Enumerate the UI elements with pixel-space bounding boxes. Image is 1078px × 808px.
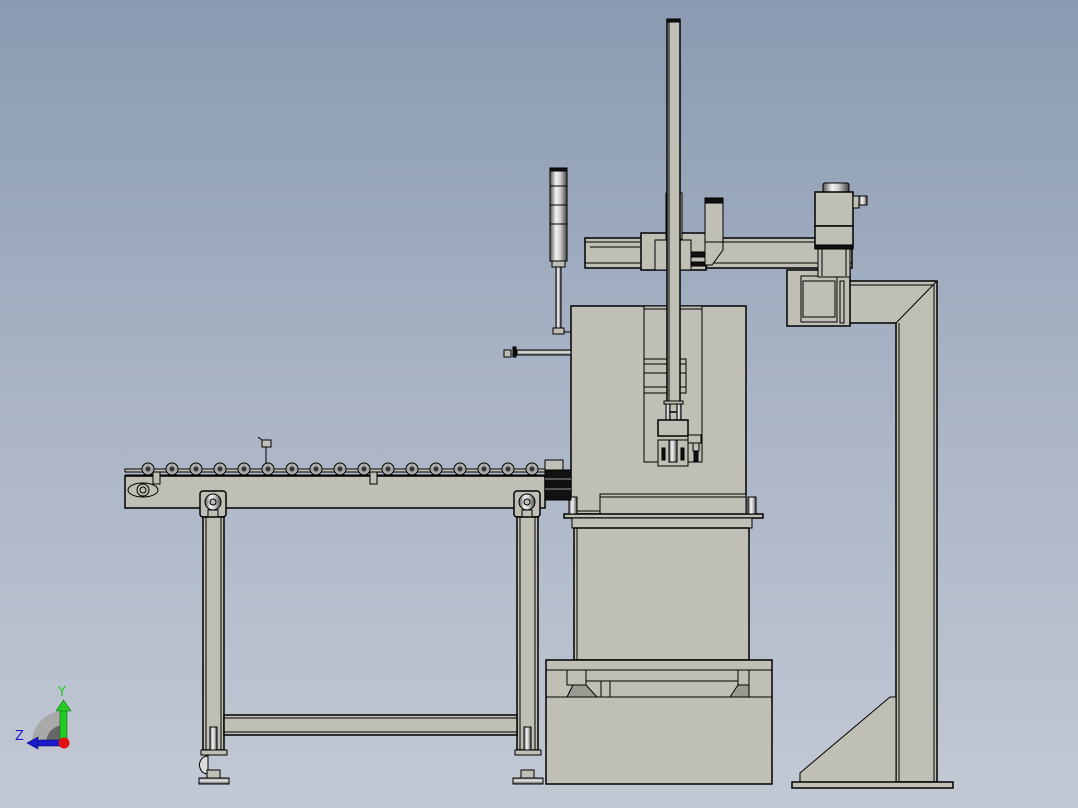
conveyor-leg-left[interactable] <box>198 490 230 785</box>
column-mount-block <box>786 269 851 327</box>
base-cabinet[interactable] <box>545 496 773 785</box>
side-sensor-rod <box>503 346 572 358</box>
gripper-assembly[interactable] <box>657 400 702 467</box>
view-triad[interactable]: Y Z <box>14 685 84 755</box>
flange-bearing-icon <box>127 482 159 498</box>
conveyor-rollers <box>141 462 539 476</box>
triad-y-label: Y <box>58 685 66 700</box>
conveyor-drive-motor[interactable] <box>544 459 572 501</box>
triad-z-label: Z <box>15 729 24 744</box>
cabinet-housing[interactable] <box>570 305 747 515</box>
conveyor-leg-right[interactable] <box>512 490 544 785</box>
position-sensor[interactable] <box>257 436 272 464</box>
gantry-vertical-axis[interactable] <box>666 18 681 413</box>
triad-origin-icon <box>58 737 70 749</box>
signal-tower-light[interactable] <box>549 167 572 335</box>
servo-motor[interactable] <box>814 182 868 278</box>
roller-conveyor[interactable] <box>124 462 546 509</box>
l-support-column[interactable] <box>791 280 954 789</box>
conveyor-cross-beam <box>223 714 518 736</box>
